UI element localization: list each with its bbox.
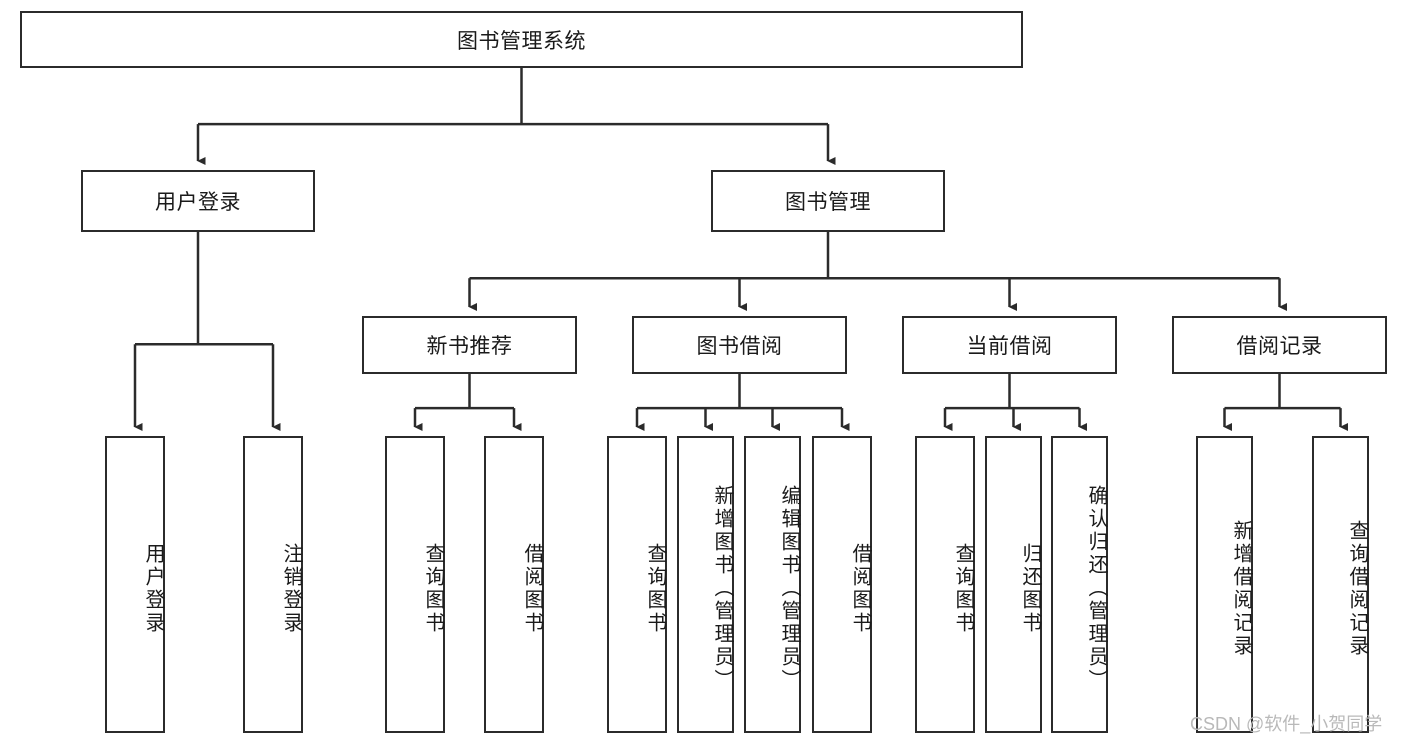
node-label: 用户登录: [142, 542, 164, 635]
node-label: 图书借阅: [696, 335, 783, 358]
node-records[interactable]: 借阅记录: [1172, 316, 1387, 374]
node-qrec[interactable]: 查询借阅记录: [1312, 436, 1369, 733]
node-label: 新增图书（管理员）: [711, 485, 733, 692]
node-label: 查询图书: [952, 542, 974, 635]
node-ret1[interactable]: 归还图书: [985, 436, 1042, 733]
node-label: 查询借阅记录: [1346, 519, 1368, 658]
node-add1[interactable]: 新增图书（管理员）: [677, 436, 734, 733]
node-login[interactable]: 用户登录: [81, 170, 315, 232]
node-newbook[interactable]: 新书推荐: [362, 316, 577, 374]
node-logout[interactable]: 注销登录: [243, 436, 303, 733]
node-label: 查询图书: [644, 542, 666, 635]
node-label: 图书管理: [785, 191, 871, 214]
watermark-label: CSDN @软件_小贺同学: [1190, 714, 1383, 734]
node-label: 借阅图书: [849, 542, 871, 635]
node-label: 当前借阅: [966, 335, 1053, 358]
node-q3[interactable]: 查询图书: [915, 436, 975, 733]
node-label: 归还图书: [1019, 542, 1041, 635]
node-label: 确认归还（管理员）: [1085, 485, 1107, 692]
node-label: 用户登录: [155, 191, 241, 214]
node-b2[interactable]: 借阅图书: [812, 436, 872, 733]
node-edit1[interactable]: 编辑图书（管理员）: [744, 436, 801, 733]
node-label: 借阅记录: [1236, 335, 1323, 358]
node-current[interactable]: 当前借阅: [902, 316, 1117, 374]
node-addrec[interactable]: 新增借阅记录: [1196, 436, 1253, 733]
node-q2[interactable]: 查询图书: [607, 436, 667, 733]
node-borrow[interactable]: 图书借阅: [632, 316, 847, 374]
node-label: 编辑图书（管理员）: [778, 485, 800, 692]
node-q1[interactable]: 查询图书: [385, 436, 445, 733]
node-label: 图书管理系统: [457, 29, 586, 53]
node-label: 新书推荐: [426, 335, 513, 358]
node-label: 新增借阅记录: [1230, 519, 1252, 658]
node-label: 查询图书: [422, 542, 444, 635]
node-userlogin[interactable]: 用户登录: [105, 436, 165, 733]
node-b1[interactable]: 借阅图书: [484, 436, 544, 733]
node-bookmgmt[interactable]: 图书管理: [711, 170, 945, 232]
node-confirm1[interactable]: 确认归还（管理员）: [1051, 436, 1108, 733]
node-root[interactable]: 图书管理系统: [20, 11, 1023, 68]
node-label: 借阅图书: [521, 542, 543, 635]
node-label: 注销登录: [280, 542, 302, 635]
